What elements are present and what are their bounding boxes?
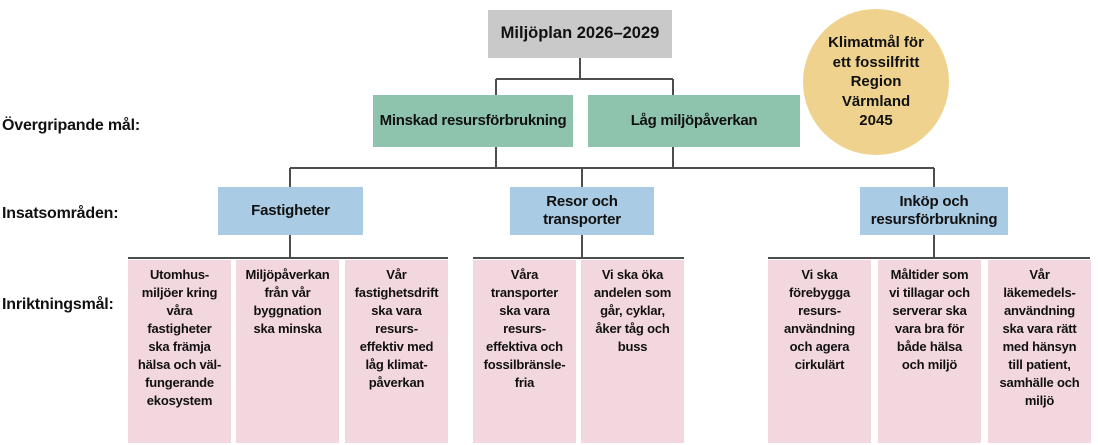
- direction-goal-fastighetsdrift: Vår fastighetsdrift ska vara resurs- eff…: [345, 260, 448, 443]
- root-node-miljoplan: Miljöplan 2026–2029: [488, 10, 672, 58]
- overall-goal-lag-miljopaverkan: Låg miljöpåverkan: [588, 95, 800, 147]
- direction-goal-gang-cykel-tag-buss: Vi ska öka andelen som går, cyklar, åker…: [581, 260, 684, 443]
- row-label-direction-goals: Inriktningsmål:: [2, 296, 114, 313]
- row-label-focus-areas: Insatsområden:: [2, 205, 119, 222]
- direction-goal-maltider: Måltider som vi tillagar och serverar sk…: [878, 260, 981, 443]
- direction-goal-lakemedel: Vår läkemedels- användning ska vara rätt…: [988, 260, 1091, 443]
- focus-area-inkop-och-resursforbrukning: Inköp och resursförbrukning: [860, 187, 1008, 235]
- focus-area-resor-och-transporter: Resor och transporter: [510, 187, 654, 235]
- focus-area-fastigheter: Fastigheter: [218, 187, 363, 235]
- direction-goal-cirkular-resursanvandning: Vi ska förebygga resurs- användning och …: [768, 260, 871, 443]
- direction-goal-transporter: Våra transporter ska vara resurs- effekt…: [473, 260, 576, 443]
- climate-goal-badge: Klimatmål för ett fossilfritt Region Vär…: [803, 9, 949, 155]
- row-label-overall-goals: Övergripande mål:: [2, 117, 140, 134]
- overall-goal-minskad-resursforbrukning: Minskad resursförbrukning: [373, 95, 573, 147]
- direction-goal-utomhusmiljoer: Utomhus- miljöer kring våra fastigheter …: [128, 260, 231, 443]
- direction-goal-byggnation: Miljöpåverkan från vår byggnation ska mi…: [236, 260, 339, 443]
